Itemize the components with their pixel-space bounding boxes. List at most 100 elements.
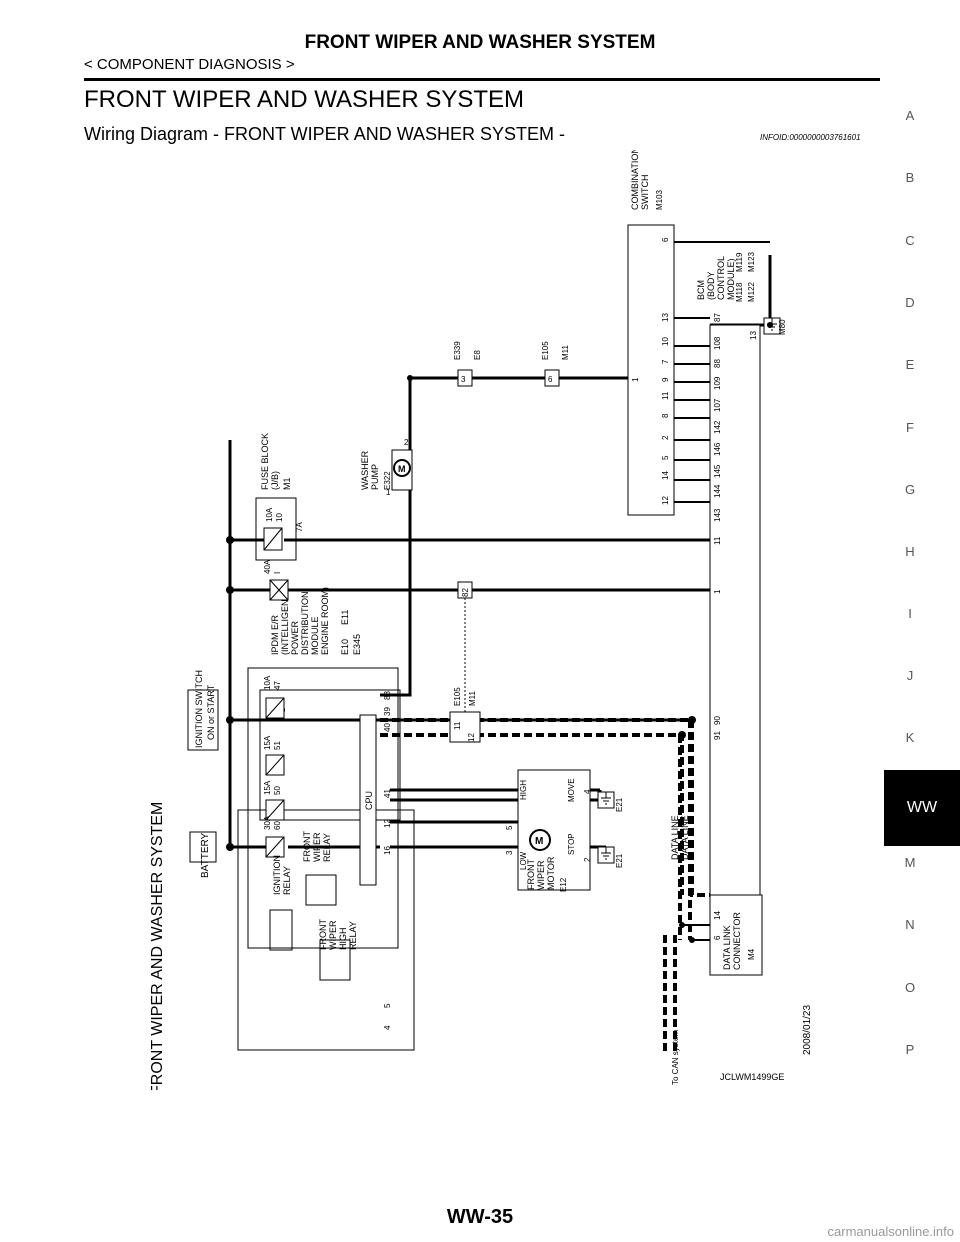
side-index-letter[interactable]: B xyxy=(905,170,915,185)
side-index-letter[interactable]: D xyxy=(905,295,915,310)
fuse-number: 10 xyxy=(275,513,284,522)
combination-switch-box xyxy=(627,224,675,516)
side-index-letter[interactable]: E xyxy=(905,357,915,372)
washer-pump-connector: E322 xyxy=(383,471,392,490)
ipdm-pin: 88 xyxy=(383,691,392,700)
bcm-label: CONTROL xyxy=(716,256,726,300)
wiper-motor-icon xyxy=(529,829,551,851)
subsection-title: Wiring Diagram - FRONT WIPER AND WASHER … xyxy=(84,124,566,144)
fuse-30a-60 xyxy=(265,836,285,858)
fuse-rating: 10A xyxy=(263,675,272,690)
combo-pin: 10 xyxy=(661,337,670,346)
bcm-label: (BODY xyxy=(706,271,716,300)
fuse-number: 50 xyxy=(273,786,282,795)
ipdm-connector: E11 xyxy=(340,610,350,625)
battery-box xyxy=(189,831,217,863)
active-section-tab[interactable]: WW xyxy=(884,770,960,846)
bcm-connector: M123 xyxy=(747,251,756,272)
side-index-letter[interactable]: G xyxy=(904,482,916,497)
washer-pump-motor-icon xyxy=(393,459,411,477)
bcm-pin: 144 xyxy=(713,484,722,498)
side-index-letter[interactable]: M xyxy=(904,855,916,870)
combo-pin: 5 xyxy=(661,455,670,460)
motor-pin: 5 xyxy=(505,825,514,830)
connector-id: E8 xyxy=(473,350,482,360)
ipdm-label: ENGINE ROOM) xyxy=(320,587,330,655)
bcm-pin: 109 xyxy=(713,376,722,390)
front-wiper-motor-label: FRONT xyxy=(526,859,536,890)
fuse-10a-47 xyxy=(265,697,285,719)
combo-pin: 8 xyxy=(661,413,670,418)
combination-switch-label: COMBINATION xyxy=(630,150,640,210)
ipdm-pin: 39 xyxy=(383,707,392,716)
bcm-label: BCM xyxy=(696,280,706,300)
side-index-letter[interactable]: P xyxy=(905,1042,915,1057)
motor-pin: 2 xyxy=(583,857,592,862)
joint-connector-pin: 3 xyxy=(461,375,466,384)
diagram-date: 2008/01/23 xyxy=(802,1005,813,1055)
section-title: FRONT WIPER AND WASHER SYSTEM xyxy=(84,86,525,113)
bcm-pin: 11 xyxy=(713,536,722,545)
fuse-15a-50 xyxy=(265,799,285,821)
combo-pin: 12 xyxy=(661,496,670,505)
dlc-label: CONNECTOR xyxy=(732,912,742,970)
side-index-letter[interactable]: H xyxy=(905,544,915,559)
dlc-pin: 14 xyxy=(713,911,722,920)
ground-icon xyxy=(597,846,615,864)
side-index-letter[interactable]: A xyxy=(905,108,915,123)
front-wiper-high-relay-label: HIGH xyxy=(338,928,348,951)
ipdm-pin: 40 xyxy=(383,723,392,732)
ipdm-pin: 12 xyxy=(383,819,392,828)
ignition-relay-coil xyxy=(269,909,293,951)
data-link-connector-box xyxy=(709,894,763,976)
bcm-pin: 145 xyxy=(713,464,722,478)
side-index-letter[interactable]: I xyxy=(908,606,912,621)
dlc-connector: M4 xyxy=(747,948,756,960)
fuse-block-connector: M1 xyxy=(282,477,292,490)
joint-connector-pin: 12 xyxy=(467,733,476,742)
bcm-pin: 87 xyxy=(713,313,722,322)
side-index-letter[interactable]: F xyxy=(906,420,914,435)
connector-id: E339 xyxy=(453,341,462,360)
fuse-rating: 10A xyxy=(265,507,274,522)
combo-pin: 6 xyxy=(661,237,670,242)
washer-pump-pin: 2 xyxy=(404,438,409,447)
ipdm-connector: E345 xyxy=(352,634,362,655)
fuse-10a-10 xyxy=(263,527,283,551)
side-index-letter[interactable]: N xyxy=(905,917,915,932)
front-wiper-high-relay xyxy=(319,939,351,981)
bcm-pin: 91 xyxy=(713,731,722,740)
battery-label: BATTERY xyxy=(200,832,211,878)
bcm-label: MODULE) xyxy=(726,258,736,300)
dlc-label: DATA LINK xyxy=(722,925,732,970)
motor-terminal: STOP xyxy=(567,833,576,855)
fuse-block-box xyxy=(255,497,297,561)
info-code: INFOID:0000000003761601 xyxy=(760,133,861,142)
fuse-block-label: (J/B) xyxy=(270,471,280,490)
bcm-pin: 1 xyxy=(713,589,722,594)
front-wiper-relay xyxy=(305,874,337,906)
fuse-block-label: FUSE BLOCK xyxy=(260,433,270,490)
bcm-pin: 108 xyxy=(713,336,722,350)
front-wiper-motor-box xyxy=(517,769,591,891)
combo-pin: 13 xyxy=(661,313,670,322)
side-index-letter[interactable]: J xyxy=(906,668,914,683)
ground-icon xyxy=(597,791,615,809)
joint-connector xyxy=(544,369,560,387)
ground-connector: E21 xyxy=(615,853,624,868)
combo-pin: 2 xyxy=(661,435,670,440)
side-index-letter[interactable]: C xyxy=(905,233,915,248)
motor-terminal: HIGH xyxy=(519,780,528,800)
ignition-relay-label: RELAY xyxy=(282,866,292,895)
fuse-rating: 15A xyxy=(263,735,272,750)
header-rule xyxy=(84,78,880,81)
ground-connector: M80 xyxy=(778,319,787,335)
joint-connector-pin: 11 xyxy=(453,721,462,730)
ignition-relay-label: IGNITION xyxy=(272,855,282,895)
connector-id: E105 xyxy=(453,687,462,706)
side-index-letter[interactable]: K xyxy=(905,730,915,745)
ipdm-pin: 41 xyxy=(383,789,392,798)
diagram-vertical-title: FRONT WIPER AND WASHER SYSTEM xyxy=(149,802,166,1090)
fuse-pin: 7A xyxy=(295,522,304,532)
side-index-letter[interactable]: O xyxy=(904,980,916,995)
